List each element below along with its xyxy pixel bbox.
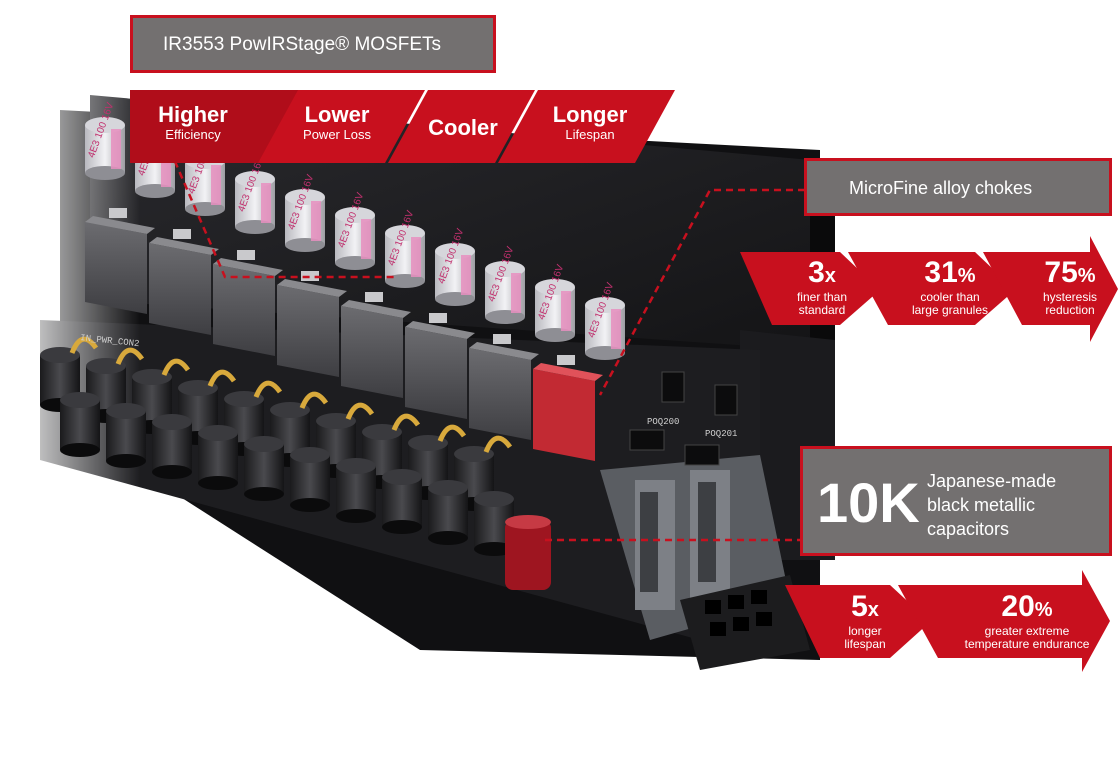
- red-capacitor: [505, 520, 551, 590]
- black-capacitor: [382, 469, 422, 534]
- capacitor-10k-label: 10K: [817, 471, 920, 534]
- capacitor-desc-line3: capacitors: [927, 519, 1010, 539]
- black-capacitor: [60, 392, 100, 457]
- mosfet-chips: [629, 371, 738, 466]
- mosfet-title-box: IR3553 PowIRStage® MOSFETs: [130, 15, 496, 73]
- mosfet-benefit-chevrons: [130, 90, 675, 163]
- choke-stat-3x: 3x finer than standard: [796, 256, 848, 317]
- red-capacitor-top: [505, 515, 551, 529]
- capacitor-desc-line2: black metallic: [927, 495, 1036, 515]
- black-capacitor: [336, 458, 376, 523]
- choke: [277, 271, 347, 377]
- polymer-capacitor: 4E3 100 16V: [335, 191, 375, 270]
- black-capacitor: [244, 436, 284, 501]
- benefit-cooler: Cooler: [428, 115, 498, 140]
- black-capacitor: [152, 414, 192, 479]
- board-label-poq201: POQ201: [705, 429, 737, 439]
- capacitors-title-box: 10K Japanese-made black metallic capacit…: [800, 446, 1112, 556]
- choke: [469, 334, 539, 440]
- callout-lines: [168, 149, 805, 542]
- mosfet-title: IR3553 PowIRStage® MOSFETs: [163, 34, 441, 55]
- capacitor-desc-line1: Japanese-made: [927, 471, 1057, 491]
- black-capacitor: [198, 425, 238, 490]
- chokes: [85, 208, 603, 461]
- choke: [213, 250, 283, 356]
- chokes-title: MicroFine alloy chokes: [849, 178, 1033, 198]
- choke: [341, 292, 411, 398]
- black-capacitor: [474, 491, 514, 556]
- choke-stat-75pct: 75% hysteresis reduction: [1042, 256, 1098, 317]
- benefit-longer-lifespan: Longer Lifespan: [552, 102, 628, 143]
- choke: [85, 208, 155, 314]
- choke: [149, 229, 219, 335]
- choke-stat-31pct: 31% cooler than large granules: [911, 256, 989, 317]
- black-capacitor: [40, 336, 99, 412]
- highlighted-choke: [533, 355, 603, 461]
- black-capacitor: [290, 447, 330, 512]
- benefit-higher-efficiency: Higher Efficiency: [158, 102, 228, 143]
- capacitor-stat-chevrons: [785, 570, 1110, 672]
- chokes-title-box: MicroFine alloy chokes: [804, 158, 1112, 216]
- benefit-lower-power-loss: Lower Power Loss: [303, 102, 371, 143]
- board-label-poq200: POQ200: [647, 417, 679, 427]
- capacitor-stat-5x: 5x longer lifespan: [844, 590, 886, 651]
- power-connector: [600, 455, 810, 670]
- black-capacitor: [106, 403, 146, 468]
- black-capacitor: [178, 369, 237, 445]
- black-capacitors: [40, 336, 514, 556]
- polymer-capacitor: 4E3 100 16V: [385, 209, 425, 288]
- black-capacitor: [428, 480, 468, 545]
- choke: [405, 313, 475, 419]
- capacitor-stat-20pct: 20% greater extreme temperature enduranc…: [964, 590, 1090, 651]
- polymer-capacitor: 4E3 100 16V: [435, 227, 475, 306]
- choke-stat-chevrons: [740, 236, 1118, 342]
